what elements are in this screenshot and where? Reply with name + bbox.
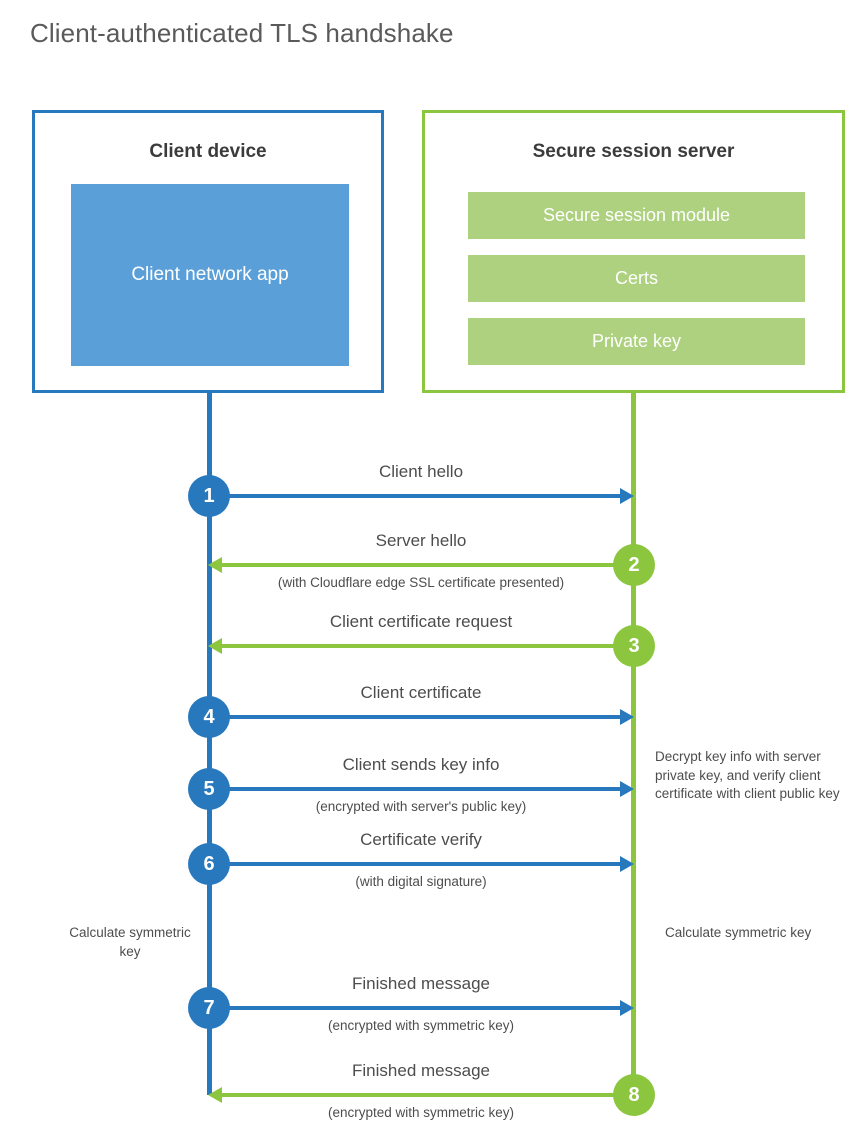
step-sublabel: (encrypted with symmetric key) xyxy=(327,1018,515,1033)
arrow-shaft xyxy=(216,563,633,567)
arrow-head-icon xyxy=(208,557,222,573)
step-number-badge: 8 xyxy=(613,1074,655,1116)
step-label: Finished message xyxy=(352,1061,490,1080)
arrow-shaft xyxy=(216,644,633,648)
step-number-badge: 5 xyxy=(188,768,230,810)
arrow-head-icon xyxy=(208,638,222,654)
arrow-head-icon xyxy=(620,709,634,725)
step-number-badge: 2 xyxy=(613,544,655,586)
arrow-shaft xyxy=(209,494,624,498)
page-title: Client-authenticated TLS handshake xyxy=(30,18,454,48)
step-number-badge: 7 xyxy=(188,987,230,1029)
arrow-head-icon xyxy=(620,1000,634,1016)
client-network-app-block: Client network app xyxy=(71,184,349,366)
step-label: Client certificate request xyxy=(329,612,513,631)
step-number-badge: 4 xyxy=(188,696,230,738)
step-number-badge: 6 xyxy=(188,843,230,885)
step-sublabel: (with digital signature) xyxy=(355,874,487,889)
server-component-secure-session-module: Secure session module xyxy=(468,192,805,239)
client-device-box: Client device Client network app xyxy=(32,110,384,393)
arrow-head-icon xyxy=(208,1087,222,1103)
server-lifeline xyxy=(631,391,636,1095)
arrow-shaft xyxy=(209,715,624,719)
step-label: Client sends key info xyxy=(342,755,500,774)
arrow-head-icon xyxy=(620,856,634,872)
note-decrypt-key-info: Decrypt key info with server private key… xyxy=(655,749,840,802)
secure-session-server-box: Secure session server Secure session mod… xyxy=(422,110,845,393)
step-label: Certificate verify xyxy=(360,830,482,849)
note-calculate-symmetric-key-client: Calculate symmetric key xyxy=(69,925,191,959)
step-label: Client certificate xyxy=(360,683,482,702)
server-component-certs: Certs xyxy=(468,255,805,302)
step-number-badge: 1 xyxy=(188,475,230,517)
step-sublabel: (with Cloudflare edge SSL certificate pr… xyxy=(277,575,565,590)
arrow-shaft xyxy=(209,787,624,791)
arrow-shaft xyxy=(209,862,624,866)
arrow-shaft xyxy=(216,1093,633,1097)
step-label: Client hello xyxy=(378,462,464,481)
arrow-head-icon xyxy=(620,781,634,797)
note-calculate-symmetric-key-server: Calculate symmetric key xyxy=(665,925,812,940)
secure-session-server-title: Secure session server xyxy=(532,141,735,162)
step-sublabel: (encrypted with server's public key) xyxy=(315,799,527,814)
arrow-head-icon xyxy=(620,488,634,504)
step-label: Server hello xyxy=(375,531,467,550)
client-device-title: Client device xyxy=(149,141,267,162)
client-lifeline xyxy=(207,391,212,1095)
step-label: Finished message xyxy=(352,974,490,993)
step-number-badge: 3 xyxy=(613,625,655,667)
step-sublabel: (encrypted with symmetric key) xyxy=(327,1105,515,1120)
server-component-private-key: Private key xyxy=(468,318,805,365)
arrow-shaft xyxy=(209,1006,624,1010)
